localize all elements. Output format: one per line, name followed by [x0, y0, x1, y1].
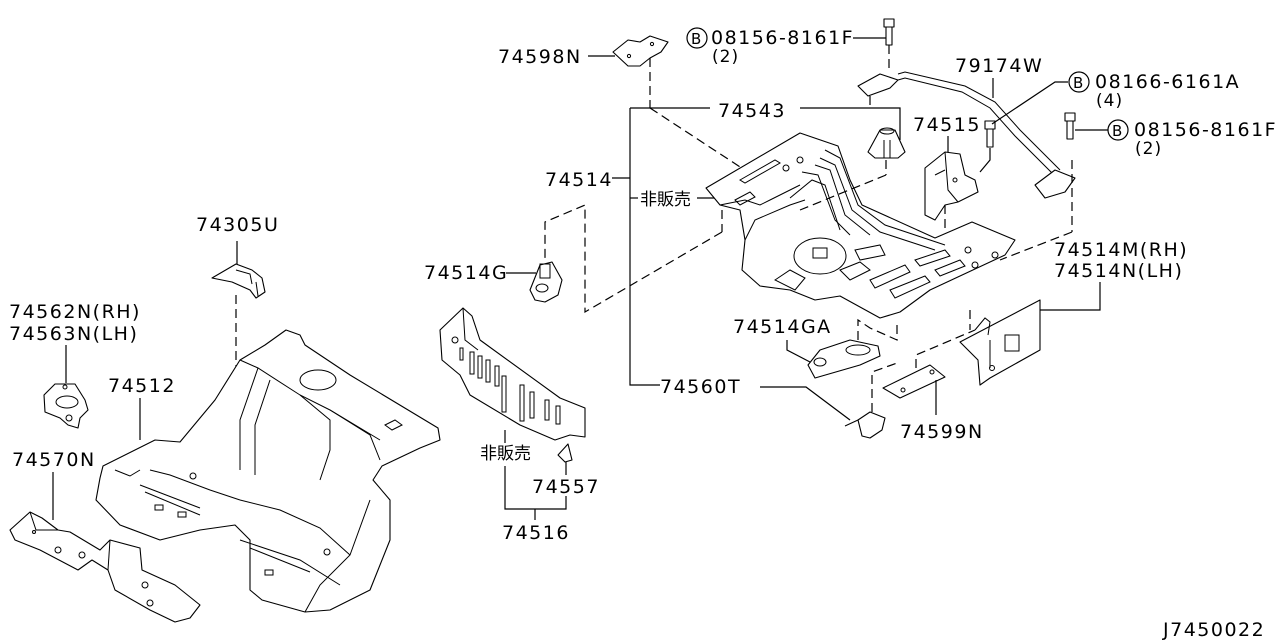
- bolt-08156-right[interactable]: [1064, 112, 1076, 140]
- bolt-marker-circle-2: [1068, 71, 1090, 93]
- leader-74514M-N: [1040, 282, 1101, 311]
- label-74598N[interactable]: 74598N: [498, 46, 582, 68]
- part-74305U-bracket[interactable]: [211, 263, 266, 299]
- label-74543[interactable]: 74543: [718, 100, 786, 122]
- part-74562N-74563N-bracket[interactable]: [43, 383, 89, 429]
- label-74560T[interactable]: 74560T: [660, 376, 741, 398]
- part-74557-cap[interactable]: [557, 443, 573, 463]
- diagram-code: J7450022: [1162, 619, 1265, 640]
- dash-79174W-c: [999, 231, 1073, 261]
- part-74543-grommet[interactable]: [867, 127, 906, 159]
- part-74514GA-plate[interactable]: [807, 339, 881, 379]
- part-74512-front-floor[interactable]: [95, 329, 441, 613]
- part-74514-rear-floor[interactable]: [705, 132, 1016, 319]
- bolt-marker-2: B: [1073, 74, 1083, 92]
- part-74598N-bracket[interactable]: [612, 35, 669, 67]
- label-bolt-08156-top[interactable]: 08156-8161F: [711, 27, 854, 49]
- bolt-marker-3: B: [1112, 122, 1122, 140]
- dash-74560T: [871, 361, 901, 412]
- label-74514M[interactable]: 74514M(RH): [1054, 239, 1188, 261]
- leader-74514GA: [786, 340, 811, 363]
- leader-bolt-08166-b: [979, 148, 991, 173]
- label-74570N[interactable]: 74570N: [12, 449, 96, 471]
- label-74557[interactable]: 74557: [532, 476, 600, 498]
- label-74514GA[interactable]: 74514GA: [733, 316, 832, 338]
- leader-74560T: [760, 386, 851, 421]
- label-74305U[interactable]: 74305U: [196, 214, 279, 236]
- label-not-for-sale-2: 非販売: [480, 444, 531, 464]
- label-bolt-08166-qty: (4): [1096, 91, 1123, 111]
- part-79174W-support-bar[interactable]: [857, 71, 1076, 199]
- dash-74514GA: [857, 318, 898, 341]
- label-74514[interactable]: 74514: [545, 169, 613, 191]
- label-not-for-sale-1: 非販売: [640, 190, 691, 210]
- dash-74599N: [915, 329, 976, 368]
- label-74562N[interactable]: 74562N(RH): [9, 301, 141, 323]
- label-74599N[interactable]: 74599N: [900, 421, 984, 443]
- label-74563N[interactable]: 74563N(LH): [9, 323, 138, 345]
- part-74514M-74514N-side-member[interactable]: [959, 299, 1041, 386]
- dash-74514-b: [544, 204, 723, 314]
- label-bolt-08166[interactable]: 08166-6161A: [1095, 71, 1240, 93]
- label-bolt-08156-right-qty: (2): [1135, 139, 1162, 159]
- label-79174W[interactable]: 79174W: [955, 55, 1043, 77]
- label-74512[interactable]: 74512: [108, 375, 176, 397]
- label-74514N[interactable]: 74514N(LH): [1054, 260, 1183, 282]
- leader-bolt-08166: [991, 81, 1068, 125]
- label-74514G[interactable]: 74514G: [424, 262, 508, 284]
- dash-74543-c: [799, 174, 887, 211]
- bolt-08156-top[interactable]: [883, 18, 895, 46]
- bolt-marker-circle-1: [686, 27, 708, 49]
- part-74516-rear-panel[interactable]: [439, 307, 586, 441]
- part-74515-bracket[interactable]: [924, 151, 979, 221]
- bracket-74514: [629, 108, 660, 386]
- bolt-08166[interactable]: [984, 120, 996, 148]
- label-bolt-08156-top-qty: (2): [712, 47, 739, 67]
- part-74514G-clip[interactable]: [529, 261, 563, 303]
- bolt-marker-1: B: [691, 30, 701, 48]
- part-74570N-reinforcement[interactable]: [9, 511, 201, 623]
- leader-74543-right: [800, 107, 901, 140]
- label-bolt-08156-right[interactable]: 08156-8161F: [1134, 119, 1277, 141]
- dash-74543: [649, 107, 761, 181]
- label-74516[interactable]: 74516: [502, 522, 570, 544]
- part-74599N-plate[interactable]: [882, 364, 946, 399]
- part-74560T-clip[interactable]: [844, 411, 886, 439]
- label-74515[interactable]: 74515: [913, 114, 981, 136]
